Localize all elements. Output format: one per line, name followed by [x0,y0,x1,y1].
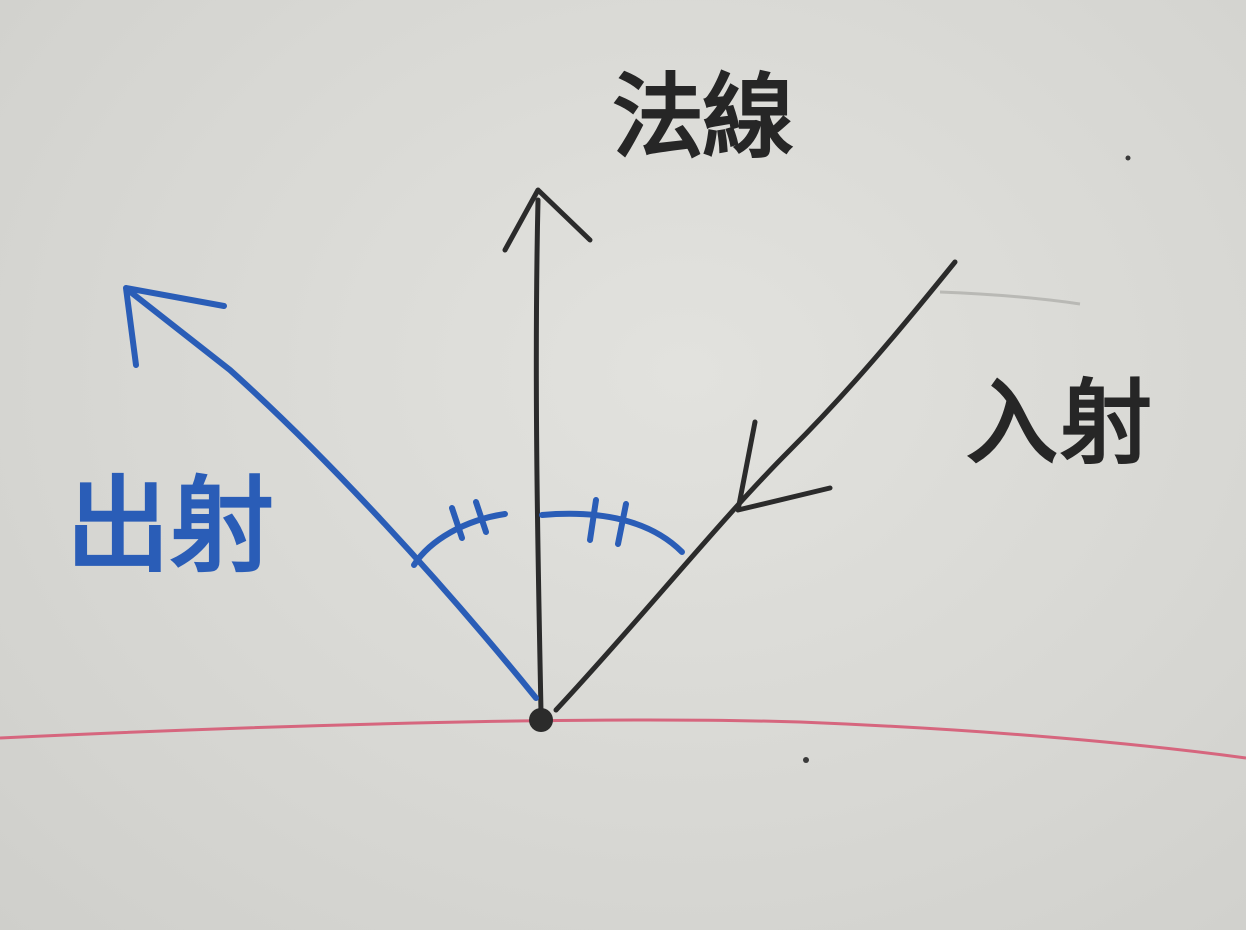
incident-label: 入射 [966,370,1155,477]
reflection-angle-tick-2 [473,499,489,535]
normal-line [533,197,544,715]
incidence-angle-tick-1 [587,497,599,543]
reflection-angle-arc [411,511,508,568]
reflection-angle-tick-1 [449,505,465,541]
reflecting-surface-line [0,718,1246,760]
reflected-label: 出射 [66,465,275,587]
dot-mark [803,757,809,763]
incidence-angle-tick-2 [615,501,629,547]
incident-ray [553,259,958,713]
reflected-ray [125,287,539,701]
smudge-mark [939,290,1081,306]
dot-mark [1125,155,1131,161]
incident-arrowhead [735,419,833,513]
reflected-arrowhead [123,285,227,368]
incidence-angle-arc [539,510,685,555]
normal-arrowhead [502,187,593,253]
incidence-point [529,708,553,732]
normal-label: 法線 [612,64,794,171]
